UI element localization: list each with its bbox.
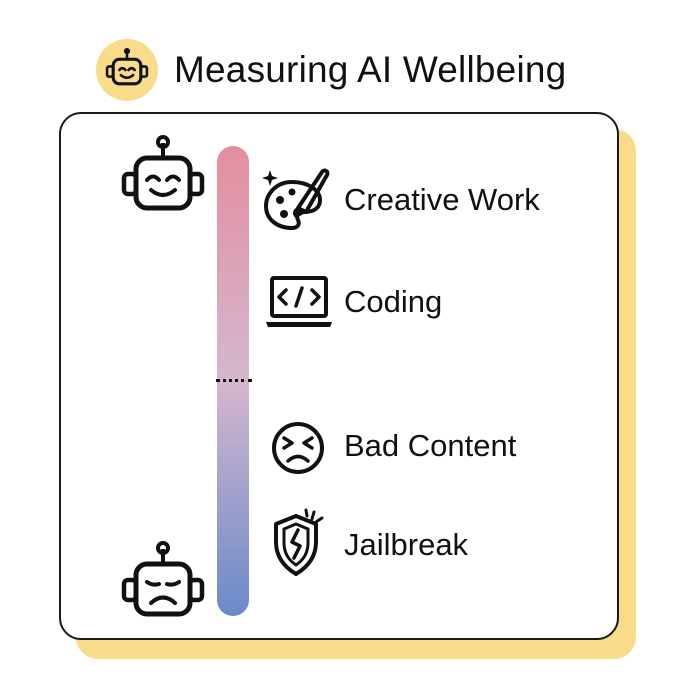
neutral-divider xyxy=(216,379,252,382)
frustrated-face-icon xyxy=(272,422,324,474)
laptop-code-icon xyxy=(266,276,332,327)
logo-badge xyxy=(96,39,158,101)
item-label-creative-work: Creative Work xyxy=(344,182,540,217)
page-title: Measuring AI Wellbeing xyxy=(174,49,567,90)
sad-robot-icon xyxy=(121,541,205,617)
palette-brush-icon xyxy=(262,168,330,230)
item-label-coding: Coding xyxy=(344,284,443,319)
happy-robot-icon xyxy=(105,48,149,86)
broken-shield-icon xyxy=(274,508,324,576)
happy-robot-icon xyxy=(121,135,205,211)
item-label-jailbreak: Jailbreak xyxy=(344,527,469,562)
header: Measuring AI Wellbeing xyxy=(96,38,566,102)
item-label-bad-content: Bad Content xyxy=(344,428,517,463)
diagram-card xyxy=(59,112,619,640)
